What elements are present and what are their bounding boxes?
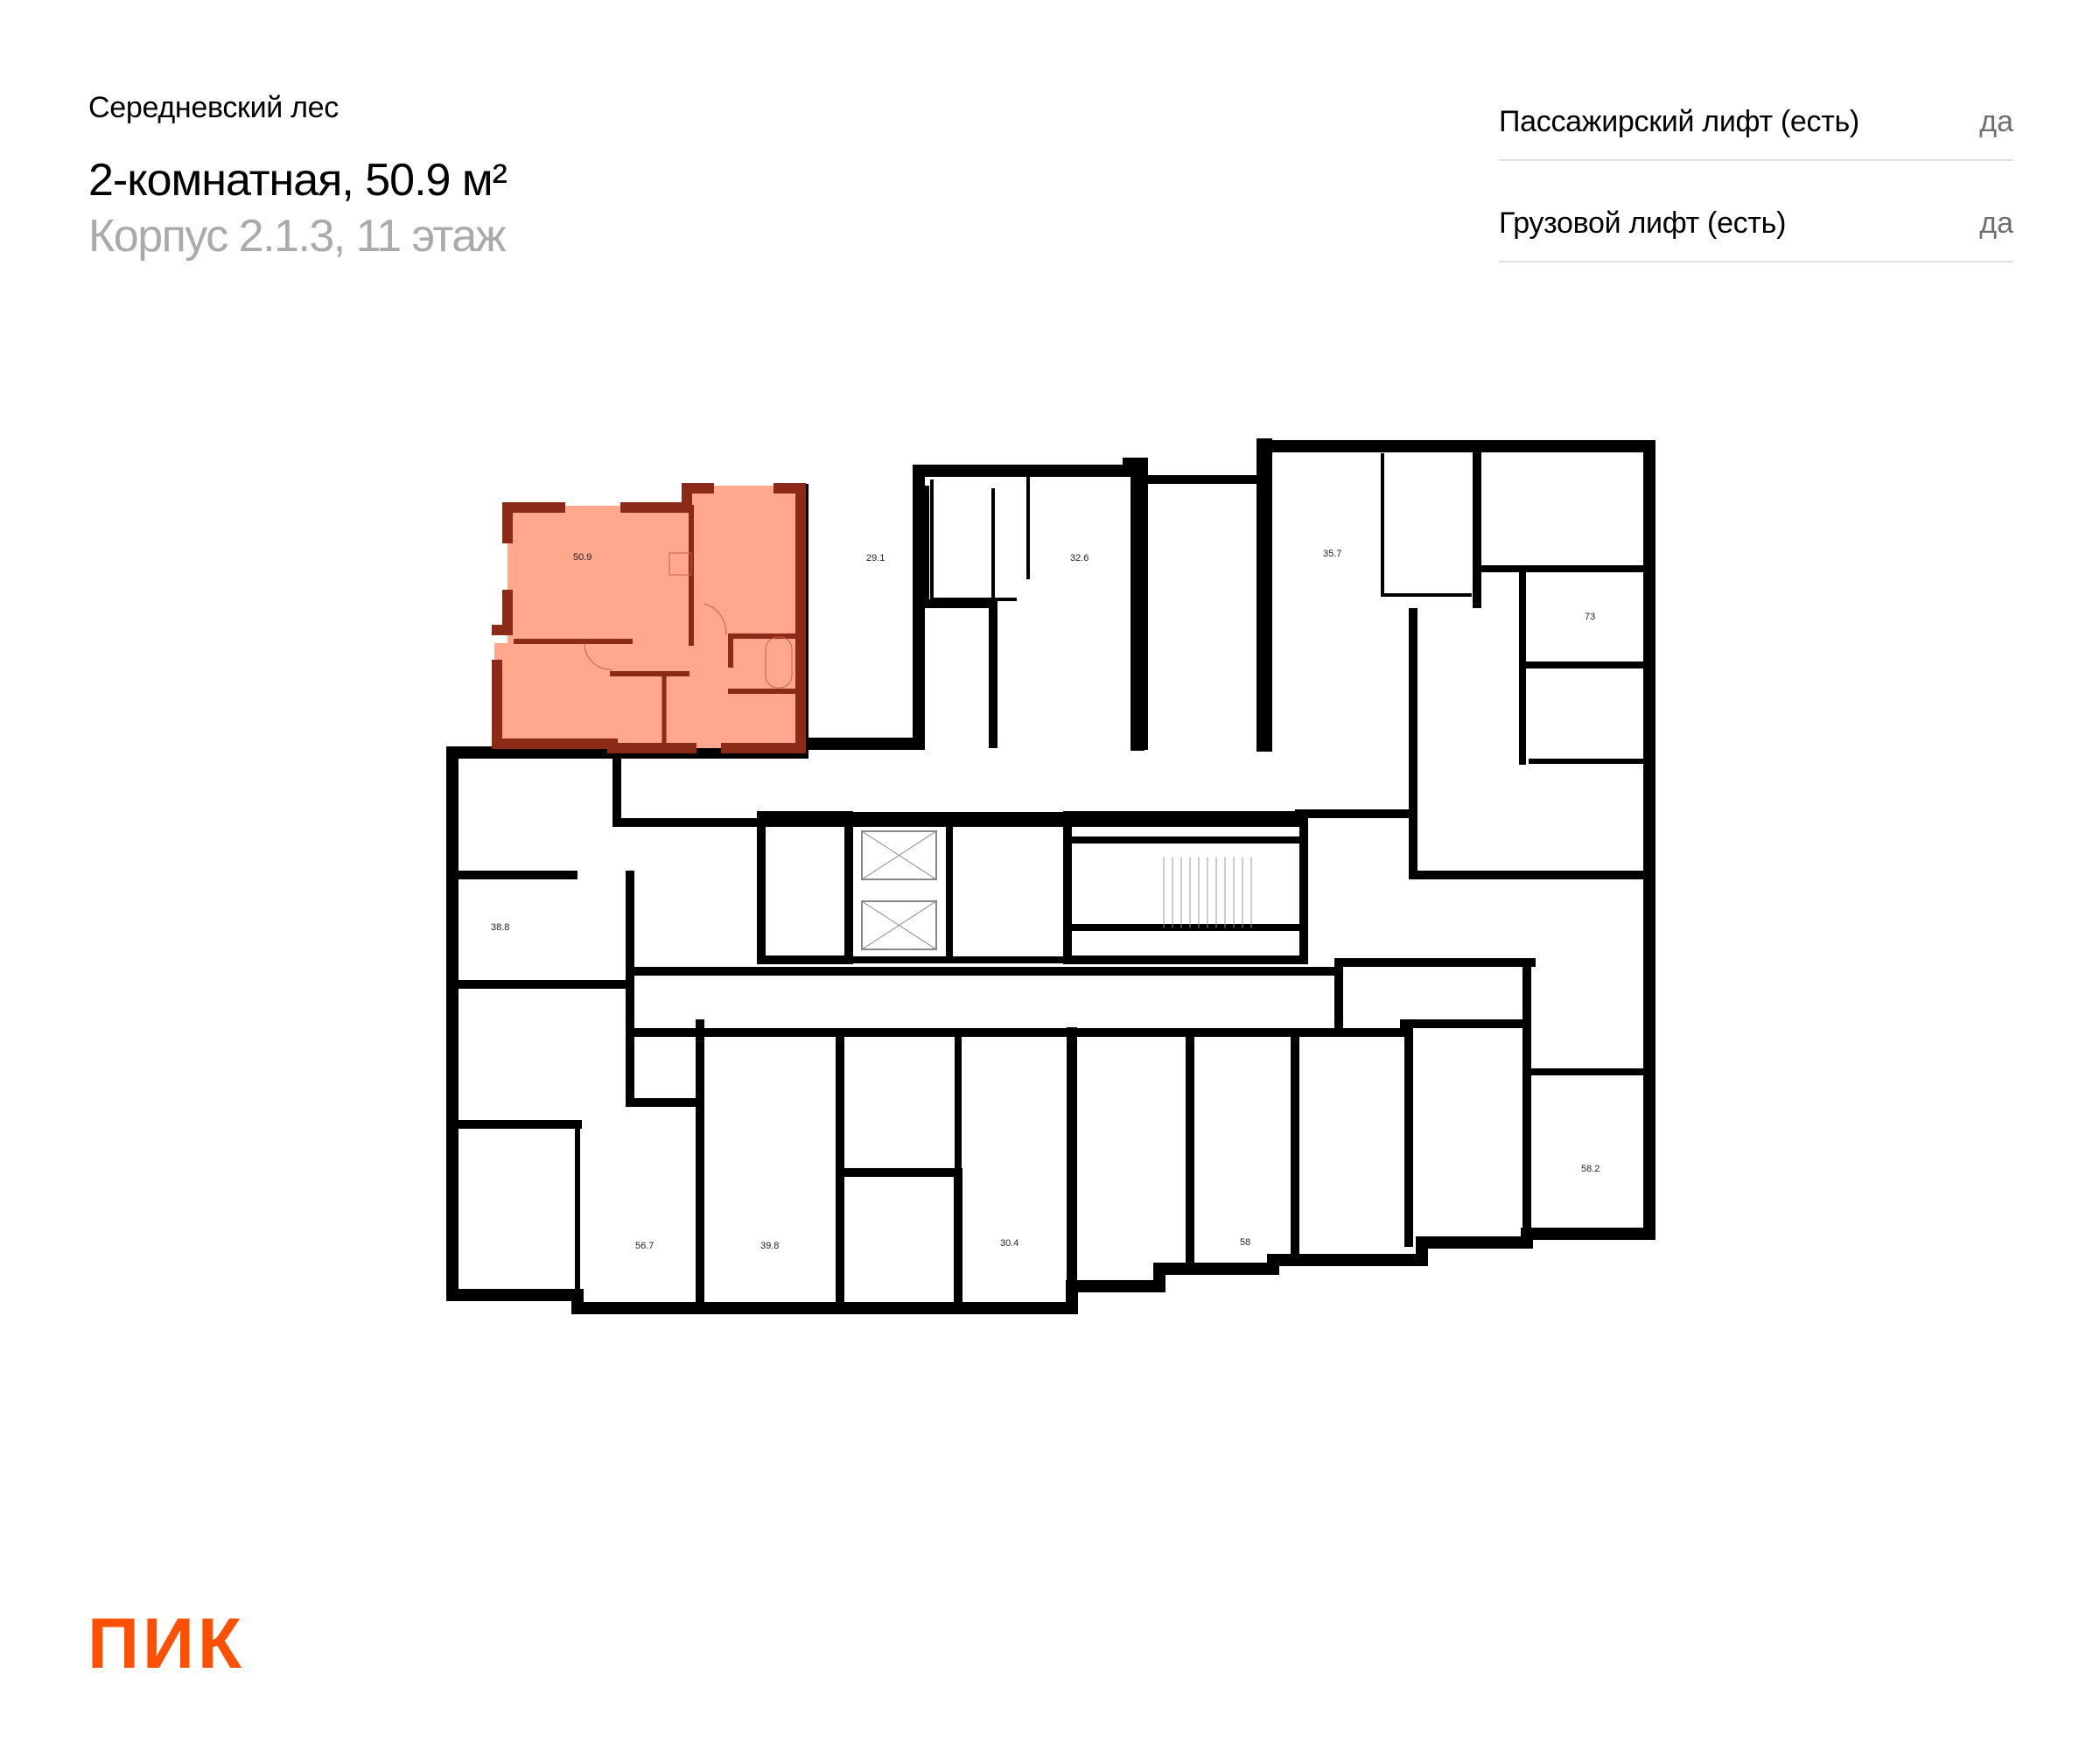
highlighted-apartment[interactable]: 50.9 (492, 483, 806, 753)
apartment-area-label: 58 (1240, 1237, 1250, 1248)
apartment-title: 2-комнатная, 50.9 м² (88, 155, 508, 206)
building-floor: Корпус 2.1.3, 11 этаж (88, 211, 506, 262)
apartment-area-label: 58.2 (1581, 1164, 1600, 1174)
apartment-area-label: 30.4 (1000, 1238, 1018, 1249)
apartment-area-label: 38.8 (491, 922, 509, 933)
spec-label: Пассажирский лифт (есть) (1499, 104, 1859, 138)
apartment-area-label: 29.1 (866, 553, 885, 564)
spec-value: да (1979, 104, 2013, 138)
spec-value: да (1979, 206, 2013, 240)
outer-wall (796, 458, 1148, 750)
spec-label: Грузовой лифт (есть) (1499, 206, 1787, 240)
project-name: Середневский лес (88, 91, 339, 124)
spec-passenger-lift: Пассажирский лифт (есть) да (1499, 84, 2013, 161)
apartment-area-label: 32.6 (1070, 553, 1088, 564)
apartment-area-label: 73 (1585, 612, 1595, 622)
specs-list: Пассажирский лифт (есть) да Грузовой лиф… (1499, 84, 2013, 287)
apartment-area-label: 39.8 (760, 1241, 779, 1251)
pik-logo: ПИК (88, 1604, 245, 1684)
spec-freight-lift: Грузовой лифт (есть) да (1499, 186, 2013, 262)
apartment-area-label: 56.7 (635, 1241, 654, 1251)
apartment-area-label: 50.9 (573, 552, 592, 563)
apartment-area-label: 35.7 (1323, 549, 1341, 559)
apartment-labels: 29.1 32.6 35.7 73 38.8 56.7 39.8 30.4 58… (491, 549, 1600, 1251)
